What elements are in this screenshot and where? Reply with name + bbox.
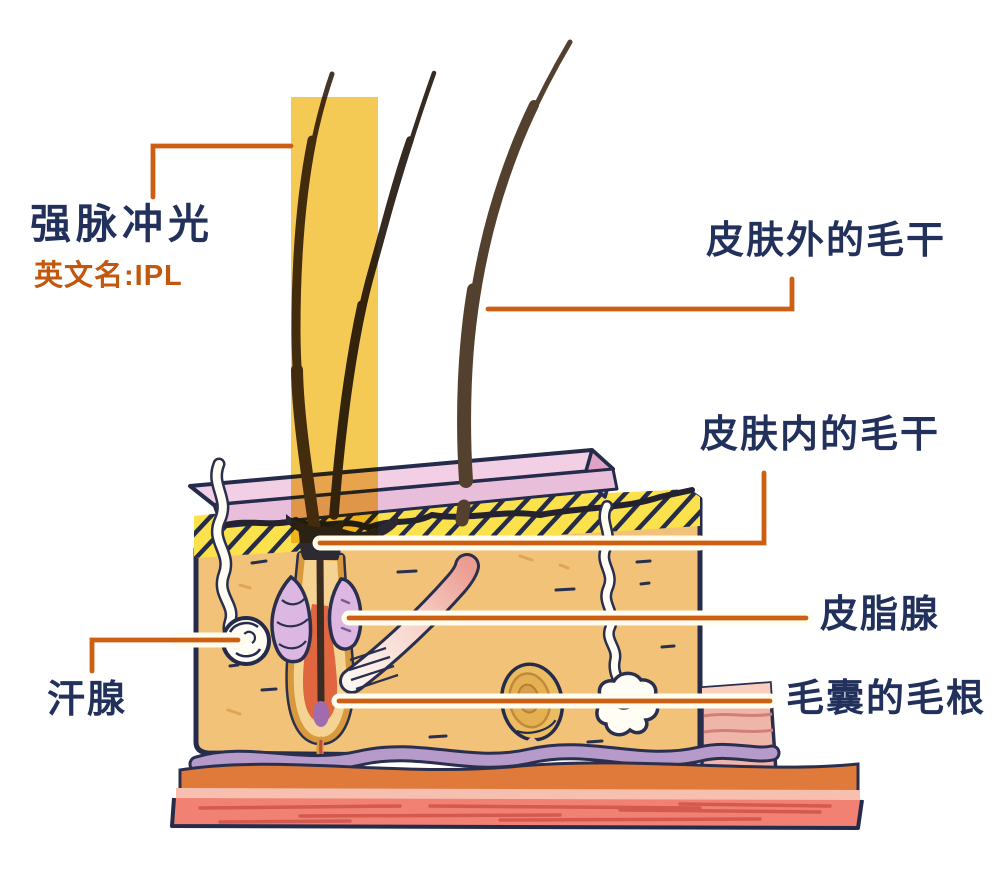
leader-hair-inside <box>317 470 767 546</box>
sebaceous-gland-left <box>270 574 313 664</box>
ipl-light-beam <box>291 97 378 543</box>
label-ipl-english: 英文名:IPL <box>34 260 183 292</box>
label-sebaceous-gland: 皮脂腺 <box>820 594 941 636</box>
label-hair-shaft-outside: 皮肤外的毛干 <box>706 220 947 262</box>
subcutaneous-layers <box>170 761 864 830</box>
label-sweat-gland: 汗腺 <box>47 679 128 721</box>
sebaceous-glands <box>270 574 363 664</box>
blood-vessel <box>188 743 781 773</box>
label-ipl-title: 强脉冲光 <box>30 201 214 247</box>
leader-ipl <box>150 143 294 200</box>
hair-right <box>455 39 573 527</box>
leader-lines <box>89 143 814 709</box>
leader-sweat-gland <box>89 637 241 674</box>
texture-triangle <box>524 736 540 744</box>
leader-hair-outside <box>485 276 795 312</box>
label-hair-shaft-inside: 皮肤内的毛干 <box>700 414 941 456</box>
arrector-pili-muscle <box>339 553 480 694</box>
label-hair-root: 毛囊的毛根 <box>786 678 987 720</box>
dermal-papilla <box>313 701 329 727</box>
